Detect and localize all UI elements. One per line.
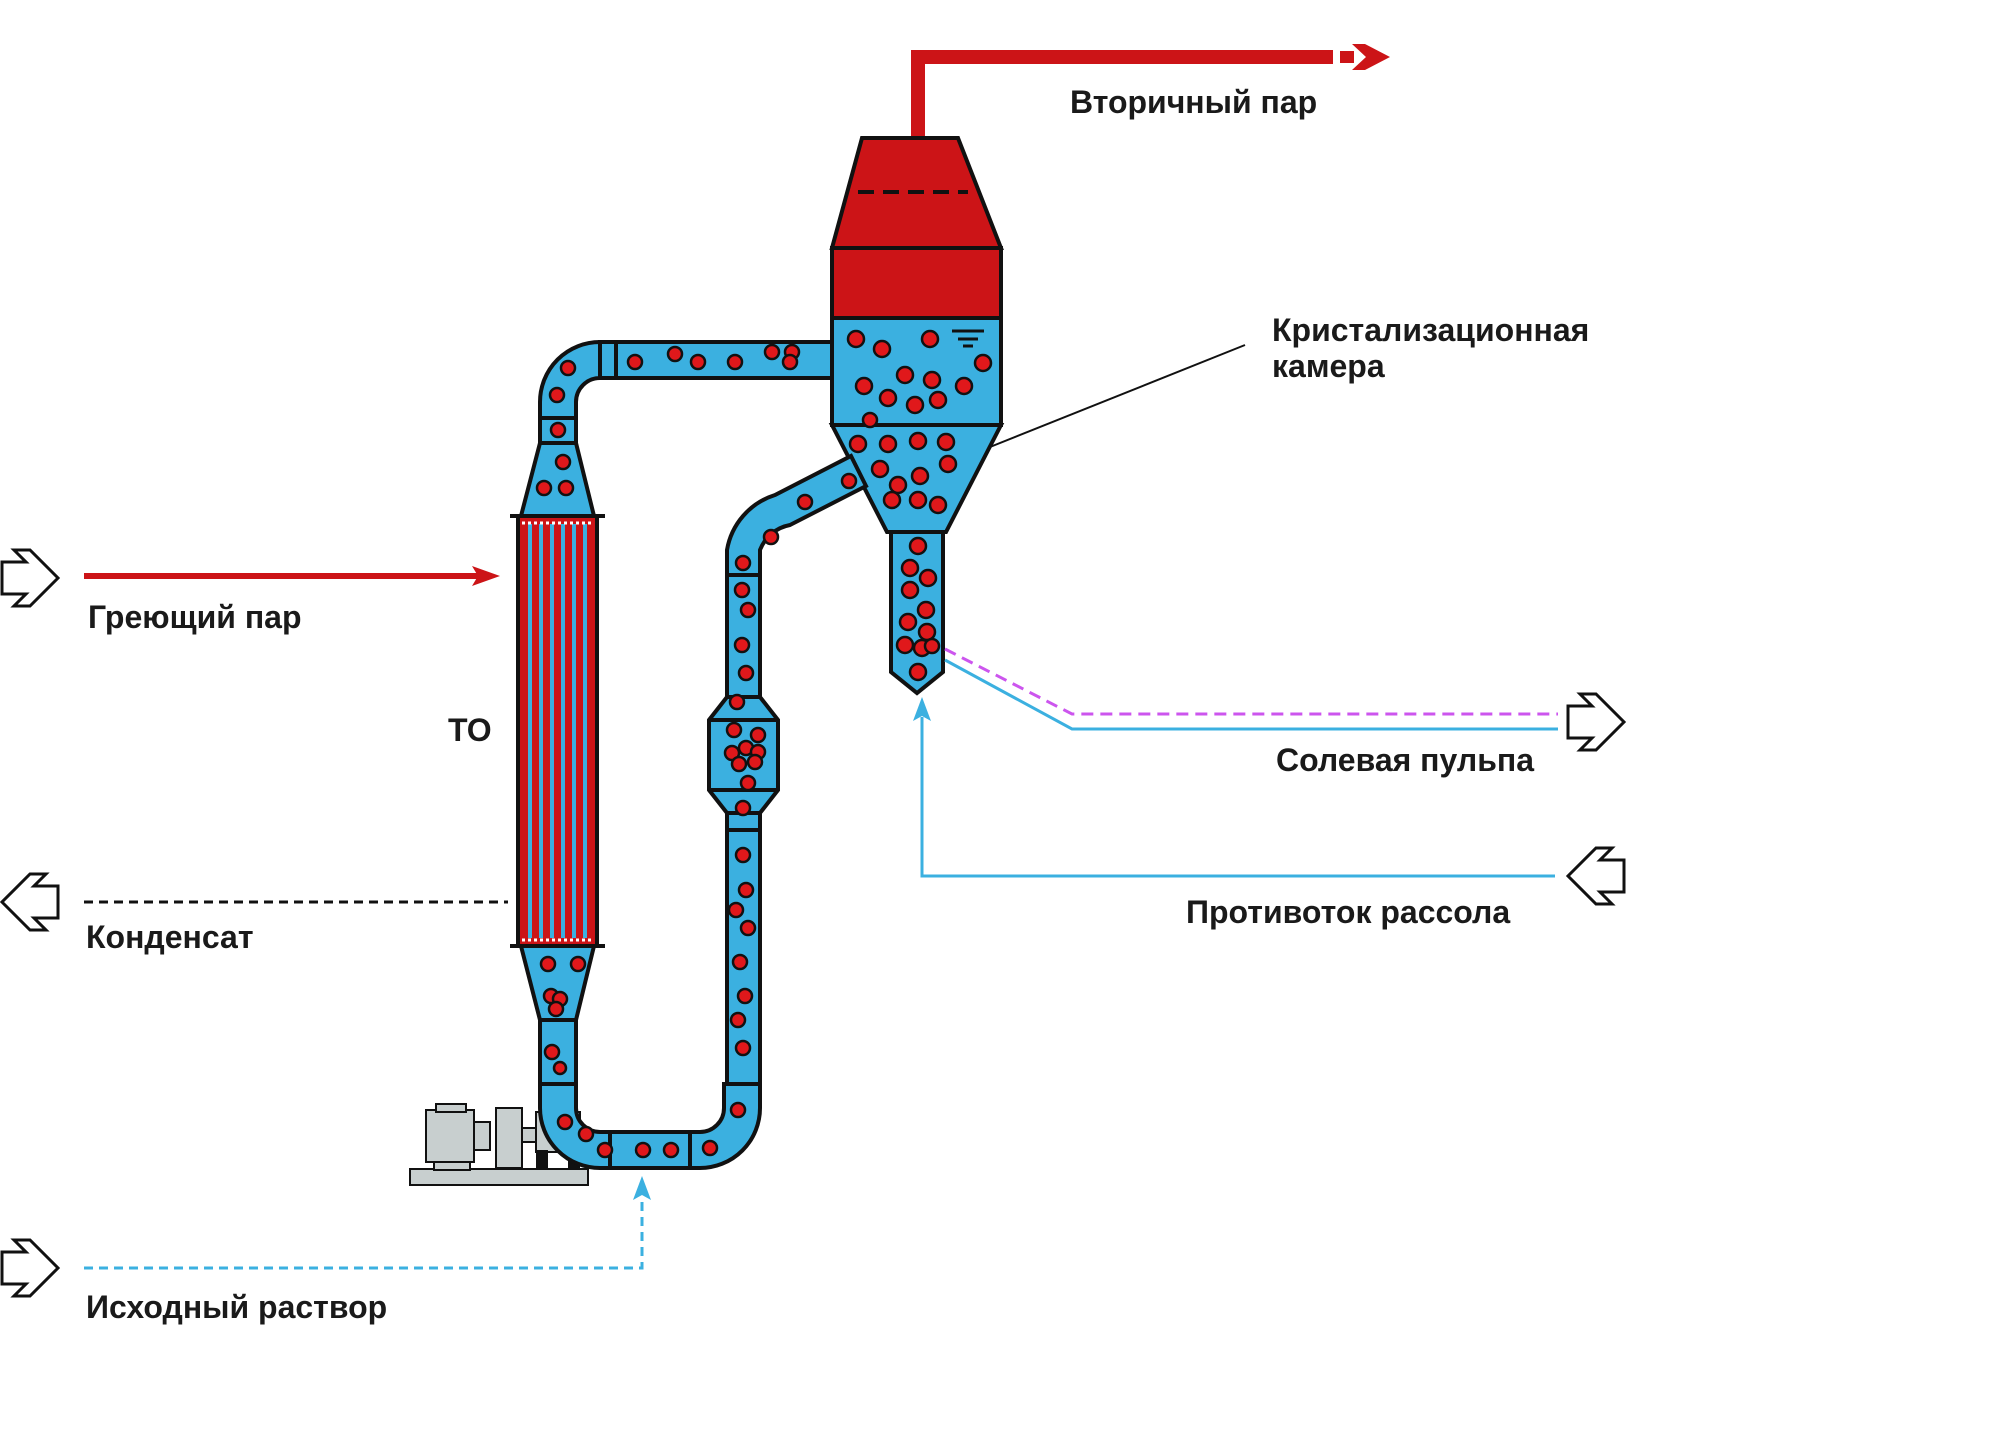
heating-steam-inlet: [0, 548, 500, 608]
condensate-label: Конденсат: [86, 919, 254, 955]
heating-steam-input-arrow-icon: [0, 548, 61, 608]
crystallization-chamber-label-line1: Кристализационная: [1272, 312, 1589, 348]
crystallization-chamber-label-line2: камера: [1272, 348, 1385, 384]
salt-pulp-label: Солевая пульпа: [1276, 742, 1534, 778]
heat-exchanger: [510, 441, 605, 1086]
brine-counterflow-inlet: [913, 697, 1626, 906]
vapor-space: [830, 246, 1003, 320]
feed-solution-inlet: [0, 1176, 651, 1298]
brine-counterflow-arrow-icon: [913, 697, 931, 721]
upper-circulation-pipe: [538, 339, 834, 445]
feed-solution-input-arrow-icon: [0, 1238, 61, 1298]
brine-counterflow-input-arrow-icon: [1565, 846, 1626, 906]
salt-pulp-outlet: [944, 647, 1627, 752]
chamber-crystals: [846, 329, 993, 682]
secondary-steam-outlet: [911, 44, 1390, 138]
salt-pulp-output-arrow-icon: [1566, 692, 1627, 752]
feed-solution-label: Исходный раствор: [86, 1289, 387, 1325]
condensate-outlet: [0, 872, 508, 932]
crystallization-chamber: [828, 136, 1005, 696]
heat-exchanger-label: ТО: [448, 712, 492, 748]
heating-steam-arrow-icon: [472, 566, 500, 586]
lower-circulation-pipe: [538, 1082, 762, 1170]
heat-exchanger-tubes: [528, 524, 587, 938]
secondary-steam-arrow-icon: [1352, 44, 1390, 70]
chamber-leader-line: [989, 344, 1246, 448]
liquid-level-icon: [952, 329, 984, 348]
brine-counterflow-label: Противоток рассола: [1186, 894, 1510, 930]
secondary-steam-label: Вторичный пар: [1070, 84, 1317, 120]
heating-steam-label: Греющий пар: [88, 599, 302, 635]
feed-solution-arrow-icon: [633, 1176, 651, 1200]
circulation-pump: [409, 1103, 589, 1186]
condensate-output-arrow-icon: [0, 872, 60, 932]
riser-pipe: [707, 453, 869, 1086]
